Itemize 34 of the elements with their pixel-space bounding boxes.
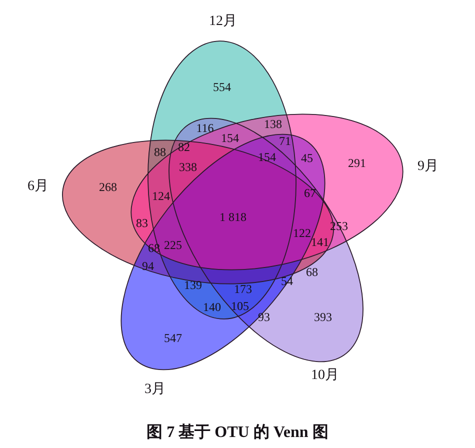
count-label: 291 bbox=[348, 157, 366, 169]
count-label: 122 bbox=[293, 227, 311, 239]
count-label: 547 bbox=[164, 332, 182, 344]
count-label: 225 bbox=[164, 239, 182, 251]
count-label: 82 bbox=[178, 141, 190, 153]
count-label: 88 bbox=[154, 146, 166, 158]
count-label: 67 bbox=[304, 187, 316, 199]
count-label: 138 bbox=[264, 118, 282, 130]
count-label: 71 bbox=[279, 135, 291, 147]
count-label: 338 bbox=[179, 161, 197, 173]
set-label: 12月 bbox=[209, 15, 237, 29]
set-label: 3月 bbox=[144, 383, 166, 397]
count-label: 93 bbox=[258, 311, 270, 323]
count-label: 116 bbox=[196, 122, 214, 134]
count-label: 140 bbox=[203, 301, 221, 313]
count-label: 393 bbox=[314, 311, 332, 323]
count-label: 83 bbox=[136, 217, 148, 229]
count-label: 173 bbox=[234, 283, 252, 295]
count-label: 94 bbox=[142, 260, 154, 272]
figure-caption: 图 7 基于 OTU 的 Venn 图 bbox=[146, 424, 330, 442]
count-label: 68 bbox=[306, 266, 318, 278]
count-label: 154 bbox=[258, 151, 276, 163]
count-label: 45 bbox=[301, 152, 313, 164]
count-label: 268 bbox=[99, 181, 117, 193]
count-label: 554 bbox=[213, 81, 231, 93]
set-label: 6月 bbox=[28, 180, 48, 194]
set-label: 9月 bbox=[418, 160, 438, 174]
count-label: 1 818 bbox=[220, 211, 246, 223]
count-label: 141 bbox=[311, 236, 329, 248]
set-label: 10月 bbox=[311, 369, 339, 383]
count-label: 124 bbox=[152, 190, 170, 202]
count-label: 105 bbox=[231, 300, 249, 312]
count-label: 139 bbox=[184, 279, 202, 291]
count-label: 154 bbox=[221, 132, 239, 144]
